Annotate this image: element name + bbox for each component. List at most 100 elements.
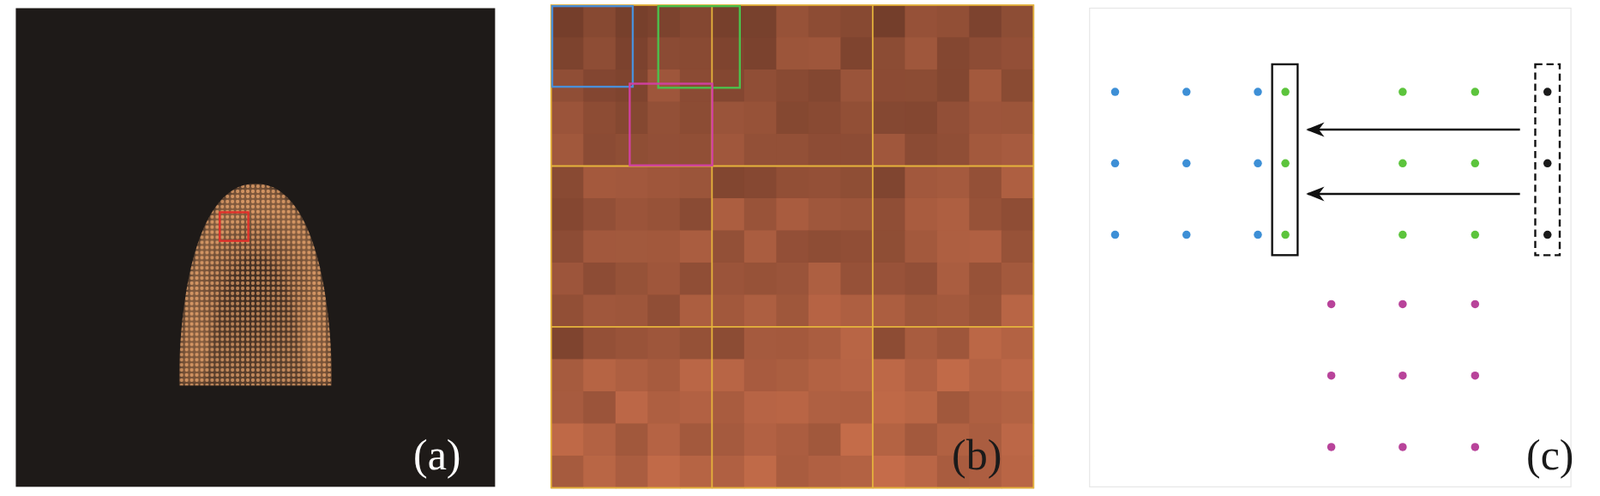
pixel-cell xyxy=(551,36,584,70)
pixel-cell xyxy=(872,422,906,456)
pixel-cell xyxy=(775,390,809,424)
pixel-cell xyxy=(1001,198,1035,231)
pixel-cell xyxy=(647,133,680,167)
pixel-cell xyxy=(775,133,809,167)
pixel-cell xyxy=(1001,5,1035,38)
pixel-cell xyxy=(840,358,873,391)
magenta-window xyxy=(629,84,712,166)
pixel-cell xyxy=(872,326,906,360)
pixel-cell xyxy=(840,101,873,134)
pixel-cell xyxy=(647,422,680,456)
pixel-cell xyxy=(808,198,842,231)
pixel-cell xyxy=(775,358,809,391)
pixel-cell xyxy=(551,229,584,263)
pixel-cell xyxy=(744,326,777,360)
pixel-cell xyxy=(840,422,873,456)
pixel-cell xyxy=(583,262,616,295)
pixel-cell xyxy=(1001,101,1035,134)
pixel-cell xyxy=(679,358,713,391)
pixel-cell xyxy=(583,422,616,456)
pixel-cell xyxy=(904,262,938,295)
pixel-cell xyxy=(840,36,873,70)
pixel-cell xyxy=(904,390,938,424)
pixel-cell xyxy=(968,326,1002,360)
pixel-cell xyxy=(904,326,938,360)
pixel-cell xyxy=(551,294,584,327)
pixel-cell xyxy=(808,133,842,167)
pixel-cell xyxy=(744,101,777,134)
pixel-cell xyxy=(808,229,842,263)
pixel-cell xyxy=(551,262,584,295)
blue-dots xyxy=(1111,87,1263,239)
pixel-cell xyxy=(551,198,584,231)
pixel-cell xyxy=(647,455,680,488)
pixel-cell xyxy=(775,198,809,231)
pixel-cell xyxy=(551,390,584,424)
pixel-cell xyxy=(840,455,873,488)
pixel-cell xyxy=(872,198,906,231)
pixel-cell xyxy=(583,165,616,199)
pixel-cell xyxy=(968,390,1002,424)
pixel-cell xyxy=(647,390,680,424)
blue-window xyxy=(552,6,633,87)
pixel-cell xyxy=(679,101,713,134)
pixel-cell xyxy=(872,133,906,167)
pixel-cell xyxy=(904,198,938,231)
pixel-cell xyxy=(1001,390,1035,424)
dark-ground xyxy=(15,8,495,488)
pixel-cell xyxy=(937,229,970,263)
pixel-cell xyxy=(615,198,649,231)
pixel-cell xyxy=(775,229,809,263)
panel-label: (b) xyxy=(951,433,1002,476)
pixel-cell xyxy=(711,294,745,327)
pixel-cell xyxy=(872,69,906,103)
pixel-cell xyxy=(968,36,1002,70)
pixel-cell xyxy=(679,455,713,488)
pixel-cell xyxy=(808,294,842,327)
red-window xyxy=(219,211,248,241)
pixel-cell xyxy=(615,229,649,263)
pixel-cell xyxy=(808,455,842,488)
pixel-cell xyxy=(968,133,1002,167)
pixel-cell xyxy=(583,326,616,360)
pixel-cell xyxy=(904,133,938,167)
pixel-cell xyxy=(583,36,616,70)
pixel-cell xyxy=(647,294,680,327)
pixel-cell xyxy=(615,133,649,167)
pixel-cell xyxy=(904,358,938,391)
pixel-cell xyxy=(1001,422,1035,456)
pixel-cell xyxy=(679,422,713,456)
pixel-cell xyxy=(968,198,1002,231)
pixel-cell xyxy=(937,390,970,424)
pixel-cell xyxy=(711,455,745,488)
pixel-grid xyxy=(551,5,1035,488)
panel-label: (a) xyxy=(413,433,462,476)
pixel-cell xyxy=(808,358,842,391)
pixel-cell xyxy=(679,36,713,70)
pixel-cell xyxy=(840,390,873,424)
pixel-cell xyxy=(840,5,873,38)
pixel-cell xyxy=(679,390,713,424)
pixel-cell xyxy=(744,294,777,327)
pixel-cell xyxy=(1001,69,1035,103)
pixel-cell xyxy=(904,229,938,263)
pixel-cell xyxy=(744,133,777,167)
pixel-cell xyxy=(808,36,842,70)
pixel-cell xyxy=(551,358,584,391)
pixel-cell xyxy=(968,358,1002,391)
pixel-cell xyxy=(744,5,777,38)
pixel-cell xyxy=(551,165,584,199)
pixel-cell xyxy=(744,229,777,263)
pixel-cell xyxy=(615,101,649,134)
pixel-cell xyxy=(840,262,873,295)
solid-bracket-box xyxy=(1272,64,1299,255)
pixel-cell xyxy=(904,165,938,199)
pixel-cell xyxy=(744,422,777,456)
pixel-cell xyxy=(647,69,680,103)
pixel-cell xyxy=(647,229,680,263)
pixel-cell xyxy=(968,262,1002,295)
pixel-cell xyxy=(937,133,970,167)
pixel-cell xyxy=(1001,294,1035,327)
pixel-cell xyxy=(744,69,777,103)
